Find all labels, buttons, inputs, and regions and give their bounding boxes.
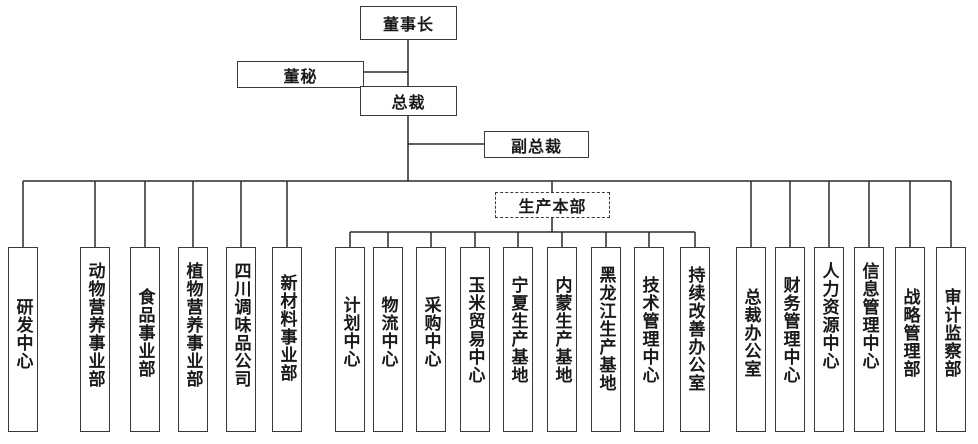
unit-label: 动物营养事业部 [84, 262, 105, 388]
unit-box: 战略管理部 [895, 247, 925, 432]
vice-president-label: 副总裁 [510, 136, 562, 156]
secretary-box: 董秘 [237, 61, 364, 88]
unit-label: 内蒙生产基地 [551, 276, 572, 384]
unit-label: 技术管理中心 [638, 276, 659, 384]
unit-box: 物流中心 [373, 247, 403, 432]
unit-label: 总裁办公室 [740, 288, 761, 378]
president-box: 总裁 [360, 86, 457, 116]
unit-box: 持续改善办公室 [680, 247, 710, 432]
unit-label: 黑龙江生产基地 [595, 266, 616, 392]
unit-label: 研发中心 [12, 298, 33, 370]
unit-box: 研发中心 [8, 247, 38, 432]
unit-box: 财务管理中心 [775, 247, 805, 432]
secretary-label: 董秘 [283, 66, 318, 86]
unit-label: 物流中心 [377, 296, 398, 368]
unit-label: 新材料事业部 [276, 274, 297, 382]
chairman-label: 董事长 [382, 15, 434, 34]
unit-label: 玉米贸易中心 [464, 276, 485, 384]
unit-box: 内蒙生产基地 [547, 247, 577, 432]
unit-box: 总裁办公室 [736, 247, 766, 432]
unit-box: 技术管理中心 [634, 247, 664, 432]
unit-box: 新材料事业部 [272, 247, 302, 432]
unit-box: 审计监察部 [936, 247, 966, 432]
unit-box: 信息管理中心 [854, 247, 884, 432]
unit-box: 四川调味品公司 [226, 247, 256, 432]
production-hq-box: 生产本部 [495, 192, 610, 218]
unit-box: 玉米贸易中心 [460, 247, 490, 432]
unit-box: 宁夏生产基地 [503, 247, 533, 432]
unit-box: 食品事业部 [130, 247, 160, 432]
president-label: 总裁 [391, 93, 426, 112]
vice-president-box: 副总裁 [484, 131, 589, 158]
unit-box: 动物营养事业部 [80, 247, 110, 432]
unit-label: 审计监察部 [940, 288, 961, 378]
unit-box: 植物营养事业部 [178, 247, 208, 432]
unit-label: 食品事业部 [134, 288, 155, 378]
unit-label: 财务管理中心 [779, 276, 800, 384]
unit-label: 信息管理中心 [858, 262, 879, 370]
unit-label: 持续改善办公室 [684, 266, 705, 392]
unit-label: 植物营养事业部 [182, 262, 203, 388]
unit-label: 人力资源中心 [818, 262, 839, 370]
unit-label: 采购中心 [420, 296, 441, 368]
chairman-box: 董事长 [360, 6, 457, 40]
unit-label: 四川调味品公司 [230, 262, 251, 388]
production-hq-label: 生产本部 [518, 197, 587, 216]
unit-box: 采购中心 [416, 247, 446, 432]
unit-box: 人力资源中心 [814, 247, 844, 432]
unit-box: 黑龙江生产基地 [591, 247, 621, 432]
unit-label: 宁夏生产基地 [507, 276, 528, 384]
unit-box: 计划中心 [335, 247, 365, 432]
unit-label: 战略管理部 [899, 288, 920, 378]
unit-label: 计划中心 [339, 296, 360, 368]
